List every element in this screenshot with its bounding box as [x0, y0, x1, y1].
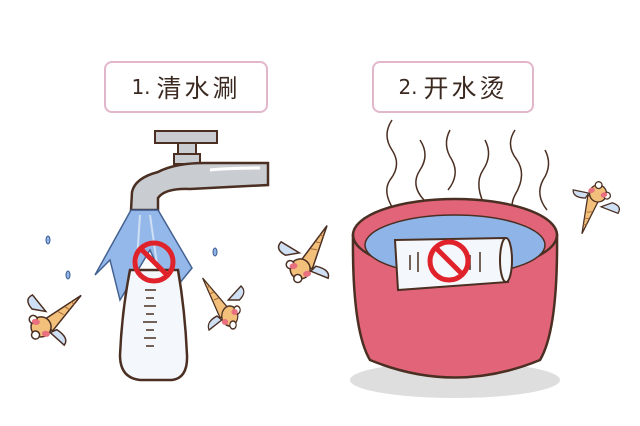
panel-1-title: 清水涮 [156, 74, 241, 103]
germ-character-icon-4 [566, 176, 624, 235]
germ-character-icon-1 [20, 285, 82, 348]
panel-2-number: 2. [398, 75, 418, 99]
faucet-icon [129, 130, 270, 212]
panel-1-label: 1. 清水涮 [104, 61, 268, 113]
germ-character-icon-3 [275, 224, 337, 287]
basin-icon [350, 197, 560, 398]
germ-character-icon-2 [201, 277, 245, 331]
panel-2-title: 开水烫 [423, 74, 508, 103]
panel-1-number: 1. [131, 75, 151, 99]
baby-bottle-icon [118, 268, 189, 382]
panel-2-label: 2. 开水烫 [372, 61, 534, 113]
